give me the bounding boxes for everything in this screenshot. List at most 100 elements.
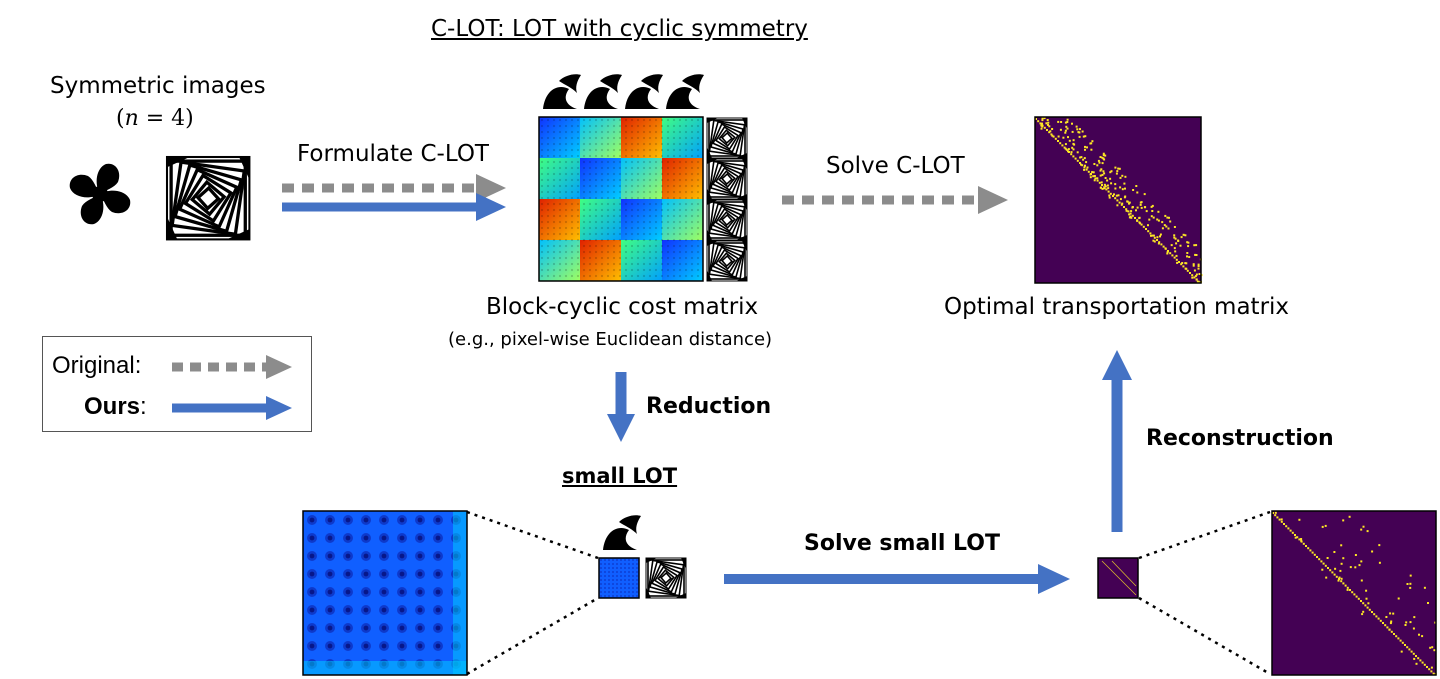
transport-dot: [1368, 608, 1371, 611]
transport-dot: [1389, 612, 1392, 615]
transport-dot: [1173, 234, 1176, 237]
transport-dot: [1094, 177, 1097, 180]
transport-dot: [1316, 556, 1318, 558]
transport-dot: [1105, 188, 1108, 191]
transport-dot: [1121, 202, 1124, 205]
transport-dot: [1156, 218, 1159, 221]
transport-dot: [1182, 233, 1185, 236]
transport-dot: [1327, 567, 1329, 569]
transport-dot: [1166, 216, 1169, 219]
formulate-blue-arrow: [282, 193, 506, 221]
transport-dot: [1360, 579, 1363, 582]
transport-dot: [1322, 562, 1325, 565]
transport-dot: [1415, 655, 1417, 657]
transport-dot: [1145, 210, 1148, 213]
transport-dot: [1093, 179, 1096, 182]
transport-dot: [1300, 538, 1303, 540]
transport-dot: [1346, 588, 1349, 591]
transport-dot: [1187, 241, 1190, 244]
legend-gray-arrow: [172, 355, 292, 379]
transport-dot: [1108, 196, 1111, 199]
transport-dot: [1076, 151, 1079, 154]
transport-dot: [1185, 267, 1188, 270]
transport-dot: [1274, 514, 1277, 517]
transport-dot: [1192, 264, 1195, 267]
transport-dot: [1287, 527, 1290, 530]
transport-dot: [1193, 269, 1196, 272]
legend-blue-arrow: [172, 396, 292, 420]
transport-dot: [1378, 544, 1381, 547]
transport-dot: [1395, 635, 1398, 638]
transport-dot: [1103, 172, 1106, 175]
transport-dot: [1086, 146, 1088, 149]
transport-dot: [1106, 179, 1109, 182]
transport-dot: [1321, 525, 1324, 528]
transport-dot: [1197, 280, 1200, 283]
transport-dot: [1102, 152, 1105, 155]
transport-dot: [1114, 187, 1117, 190]
reduction-label: Reduction: [646, 394, 772, 419]
transport-dot: [1135, 209, 1137, 212]
transport-dot: [1068, 139, 1071, 142]
transport-dot: [1139, 203, 1142, 206]
transport-dot: [1283, 523, 1285, 525]
transport-dot: [1166, 250, 1169, 253]
transport-dot: [1045, 122, 1048, 125]
transport-dot: [1421, 661, 1424, 664]
transport-dot: [1294, 534, 1296, 536]
transport-dot: [1079, 128, 1081, 131]
transport-dot: [1397, 597, 1400, 600]
transport-dot: [1405, 621, 1408, 624]
transport-dot: [1419, 659, 1422, 662]
transport-dot: [1321, 568, 1324, 571]
transport-dot: [1371, 550, 1374, 553]
transport-dot: [1099, 186, 1102, 189]
transport-dot: [1404, 624, 1407, 626]
transport-dot: [1046, 129, 1048, 131]
spiral-square-image: [165, 155, 252, 242]
transport-dot: [1134, 217, 1136, 219]
transport-dot: [1409, 574, 1412, 577]
transport-dot: [1059, 128, 1062, 131]
transport-dot: [1065, 125, 1068, 128]
transport-dot: [1125, 209, 1128, 212]
transport-dot: [1143, 206, 1146, 209]
transport-dot: [1401, 641, 1404, 644]
transport-dot: [1197, 267, 1200, 270]
transport-dot: [1138, 216, 1141, 219]
transport-dot: [1342, 557, 1345, 560]
transport-dot: [1193, 276, 1196, 279]
transport-dot: [1112, 195, 1114, 197]
transport-dot: [1191, 274, 1194, 277]
transport-dot: [1064, 129, 1067, 132]
transport-dot: [1340, 577, 1343, 580]
transport-dot: [1167, 227, 1170, 230]
transport-dot: [1392, 612, 1395, 615]
transport-dot: [1324, 564, 1327, 567]
transport-dot: [1302, 542, 1305, 545]
transport-dot: [1164, 247, 1167, 250]
transport-dot: [1186, 252, 1189, 254]
transport-dot: [1157, 242, 1160, 245]
transport-dot: [1150, 205, 1153, 208]
transport-dot: [1072, 155, 1075, 158]
transport-dot: [1349, 566, 1352, 569]
transport-dot: [1116, 204, 1119, 207]
transport-dot: [1097, 159, 1100, 162]
transport-dot: [1161, 227, 1164, 230]
transport-dot: [1340, 544, 1343, 547]
transport-dot: [1104, 154, 1107, 157]
transport-dot: [1082, 135, 1085, 138]
transport-dot: [1366, 606, 1369, 609]
transport-dot: [1355, 595, 1358, 598]
transport-dot: [1048, 125, 1051, 128]
transport-dot: [1121, 188, 1124, 191]
transport-dot: [1114, 197, 1117, 200]
transport-dot: [1050, 133, 1053, 136]
transport-dot: [1090, 148, 1093, 151]
transport-dot: [1382, 622, 1384, 624]
block-cyclic-cost-matrix: [538, 116, 704, 282]
transport-dot: [1119, 186, 1122, 189]
solve-small-lot-arrow: [724, 564, 1070, 594]
